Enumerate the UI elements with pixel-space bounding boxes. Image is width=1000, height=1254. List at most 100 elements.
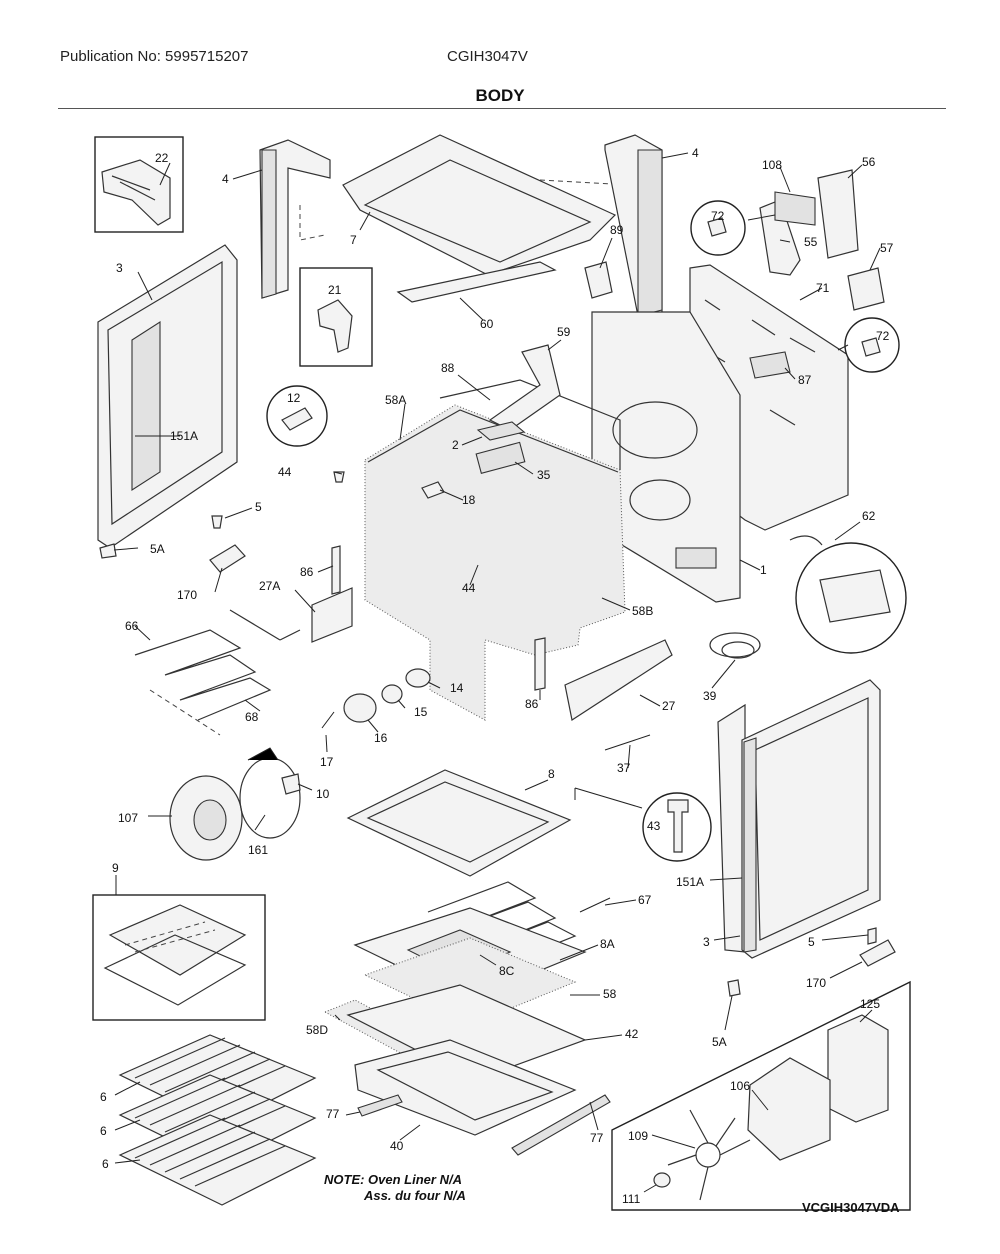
strip-86-right	[534, 637, 546, 691]
oven-bottom-8	[346, 769, 572, 877]
clip-5A-left	[99, 543, 117, 559]
part-label-77-right: 77	[590, 1131, 604, 1145]
part-label-59: 59	[557, 325, 571, 339]
bracket-106	[747, 1057, 831, 1161]
part-label-109: 109	[628, 1129, 648, 1143]
screw-44	[333, 471, 345, 483]
part-label-170-left: 170	[177, 588, 197, 602]
screw-5-left	[211, 515, 223, 529]
side-panel-right	[717, 703, 746, 953]
part-label-88: 88	[441, 361, 455, 375]
part-label-5A-right: 5A	[712, 1035, 727, 1049]
rail-60	[396, 261, 557, 303]
side-panel-right-outer	[741, 679, 881, 959]
part-label-14: 14	[450, 681, 464, 695]
cable-39	[709, 632, 761, 658]
part-label-111: 111	[622, 1192, 641, 1206]
part-label-10: 10	[316, 787, 330, 801]
part-label-12: 12	[287, 391, 301, 405]
part-label-7: 7	[350, 233, 357, 247]
insulation-58	[363, 937, 577, 1026]
part-label-77-left: 77	[326, 1107, 340, 1121]
side-panel-left	[97, 244, 238, 549]
clip-170-left	[209, 544, 246, 573]
slide-77-right	[511, 1094, 611, 1156]
oven-racks	[118, 1034, 317, 1206]
bake-element-67	[427, 881, 577, 969]
bracket-27	[564, 639, 673, 721]
fan-blade-109	[667, 1109, 751, 1201]
part-label-21: 21	[328, 283, 342, 297]
part-label-57: 57	[880, 241, 894, 255]
part-label-107: 107	[118, 811, 138, 825]
inset-box-22	[94, 136, 184, 233]
part-label-37: 37	[617, 761, 631, 775]
note-line-1: NOTE: Oven Liner N/A	[324, 1172, 462, 1187]
part-label-6-top: 6	[100, 1090, 107, 1104]
part-89-bracket	[584, 261, 613, 299]
publication-number: Publication No: 5995715207	[60, 48, 249, 65]
part-label-151A-right: 151A	[676, 875, 704, 889]
part-21-clip	[317, 299, 353, 353]
part-label-2: 2	[452, 438, 459, 452]
motor-125	[827, 1014, 889, 1123]
part-label-5-right: 5	[808, 935, 815, 949]
nut-111	[653, 1172, 671, 1188]
part-label-86-left: 86	[300, 565, 314, 579]
part-label-86-right: 86	[525, 697, 539, 711]
part-label-56: 56	[862, 155, 876, 169]
strip-86-left	[331, 545, 341, 595]
part-label-170-right: 170	[806, 976, 826, 990]
part-label-5A-left: 5A	[150, 542, 165, 556]
bracket-10	[281, 773, 301, 795]
part-label-4-left: 4	[222, 172, 229, 186]
part-label-6-bottom: 6	[102, 1157, 109, 1171]
part-label-17: 17	[320, 755, 334, 769]
bracket-27A	[311, 587, 353, 643]
part-label-1: 1	[760, 563, 767, 577]
inset-box-9	[92, 894, 266, 1021]
part-label-44-top: 44	[278, 465, 292, 479]
gasket-161	[239, 757, 301, 839]
part-label-58B: 58B	[632, 604, 653, 618]
light-lens	[343, 693, 377, 723]
part-label-8A: 8A	[600, 937, 615, 951]
pin-17	[321, 711, 335, 729]
part-label-58: 58	[603, 987, 617, 1001]
section-title: BODY	[475, 86, 525, 105]
part-label-67: 67	[638, 893, 652, 907]
part-label-3-right: 3	[703, 935, 710, 949]
top-frame	[342, 134, 617, 276]
inset-box-motor	[611, 980, 911, 1211]
pin-37	[604, 734, 651, 751]
part-label-58A: 58A	[385, 393, 406, 407]
clip-170-right	[859, 939, 896, 967]
fan-cover-grille	[108, 904, 247, 976]
part-label-106: 106	[730, 1079, 750, 1093]
part-label-42: 42	[625, 1027, 639, 1041]
duct-59	[488, 344, 561, 431]
part-label-8: 8	[548, 767, 555, 781]
light-socket	[405, 668, 431, 688]
part-label-9: 9	[112, 861, 119, 875]
header-divider	[58, 108, 946, 109]
drawer-40	[354, 1039, 577, 1136]
part-label-108: 108	[762, 158, 782, 172]
part-label-161: 161	[248, 843, 268, 857]
part-label-39: 39	[703, 689, 717, 703]
screw-5-right	[867, 927, 877, 945]
part-label-27: 27	[662, 699, 676, 713]
part-label-35: 35	[537, 468, 551, 482]
plate-57	[847, 267, 885, 311]
part-label-62: 62	[862, 509, 876, 523]
part-label-71: 71	[816, 281, 830, 295]
part-label-43: 43	[647, 819, 661, 833]
bracket-56	[817, 169, 859, 259]
part-label-60: 60	[480, 317, 494, 331]
part-label-8C: 8C	[499, 964, 515, 978]
part-label-4-right: 4	[692, 146, 699, 160]
part-label-6-mid: 6	[100, 1124, 107, 1138]
part-label-18: 18	[462, 493, 476, 507]
plate-87	[749, 351, 791, 379]
part-label-151A-left: 151A	[170, 429, 198, 443]
